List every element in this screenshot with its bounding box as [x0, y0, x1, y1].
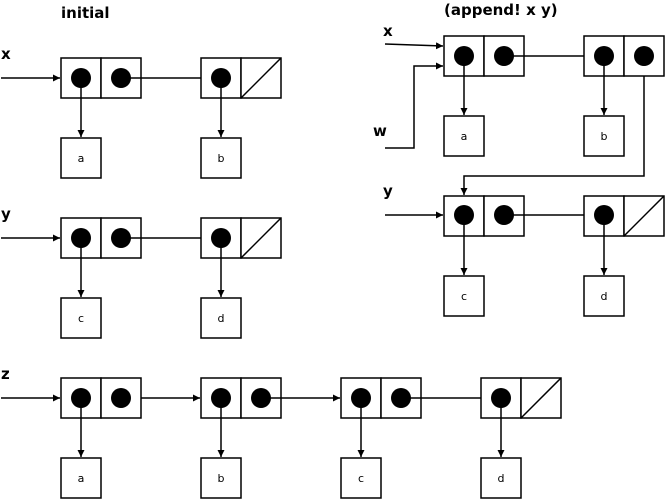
atom-label: c	[461, 290, 467, 303]
nil-slash	[623, 195, 665, 237]
var-y-initial: y	[1, 205, 11, 223]
atom-label: d	[601, 290, 608, 303]
atom-box-c: c	[443, 275, 485, 317]
atom-box-c: c	[340, 457, 382, 499]
var-x-initial: x	[1, 45, 11, 63]
title-append: (append! x y)	[444, 1, 558, 19]
atom-label: d	[498, 472, 505, 485]
atom-box-b: b	[200, 457, 242, 499]
atom-box-d: d	[480, 457, 522, 499]
pointer-append-splice	[460, 76, 645, 195]
var-x-after: x	[383, 22, 393, 40]
atom-box-d: d	[200, 297, 242, 339]
atom-box-c: c	[60, 297, 102, 339]
var-z: z	[1, 365, 10, 383]
atom-label: c	[78, 312, 84, 325]
atom-box-d: d	[583, 275, 625, 317]
atom-label: a	[78, 152, 85, 165]
atom-box-a: a	[60, 457, 102, 499]
var-y-after: y	[383, 182, 393, 200]
atom-label: c	[358, 472, 364, 485]
var-w: w	[373, 122, 387, 140]
nil-slash	[240, 217, 282, 259]
atom-label: b	[218, 472, 225, 485]
cons-cell-y1-after	[443, 195, 525, 237]
atom-label: b	[218, 152, 225, 165]
cons-cell-x2-after	[583, 35, 665, 77]
cons-cell-y2	[200, 217, 282, 259]
atom-box-b: b	[200, 137, 242, 179]
cons-cell-z1	[60, 377, 142, 419]
atom-label: d	[218, 312, 225, 325]
title-initial: initial	[61, 4, 110, 22]
cons-cell-x2	[200, 57, 282, 99]
nil-slash	[520, 377, 562, 419]
atom-box-b: b	[583, 115, 625, 157]
cons-cell-x1-after	[443, 35, 525, 77]
cons-cell-y2-after	[583, 195, 665, 237]
atom-label: a	[78, 472, 85, 485]
atom-label: b	[601, 130, 608, 143]
nil-slash	[240, 57, 282, 99]
cons-cell-z4	[480, 377, 562, 419]
pointer-x-after	[384, 42, 444, 50]
atom-box-a: a	[443, 115, 485, 157]
atom-label: a	[461, 130, 468, 143]
atom-box-a: a	[60, 137, 102, 179]
pointer-w	[385, 62, 443, 149]
